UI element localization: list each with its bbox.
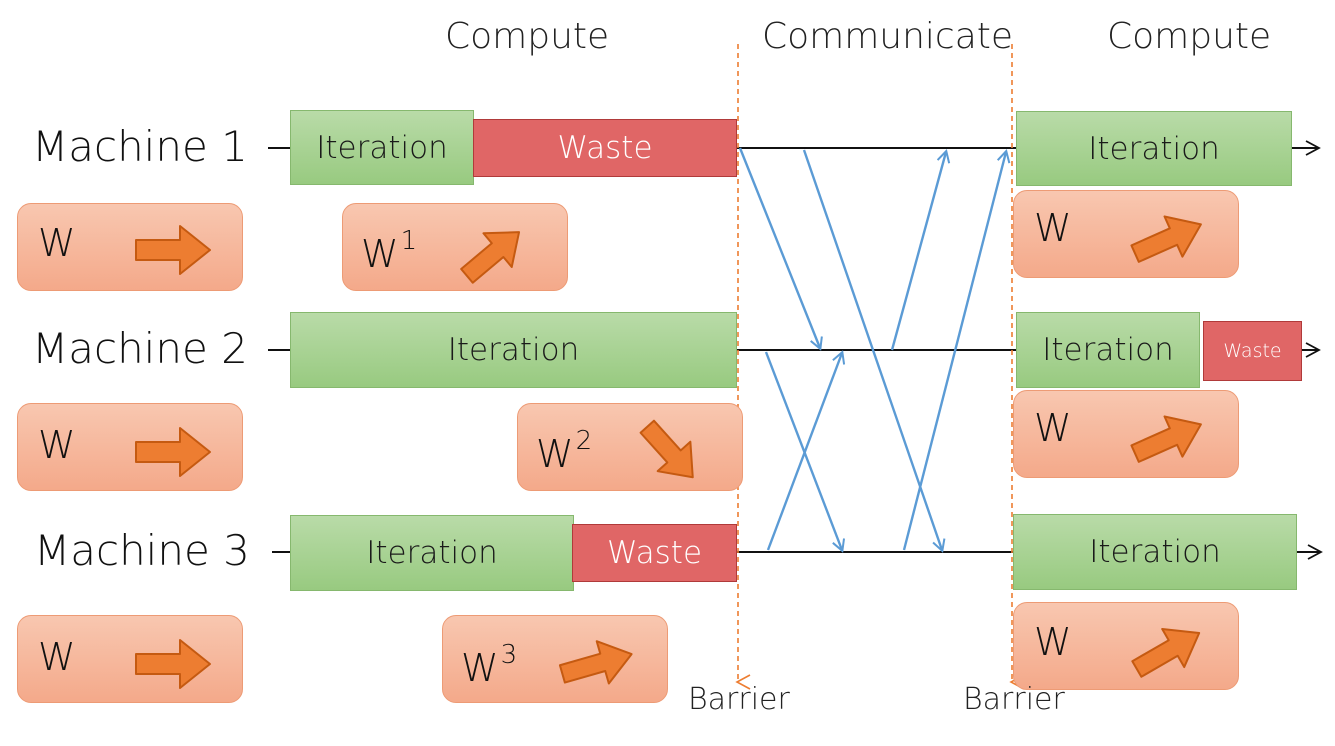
m3-iteration-block: Iteration xyxy=(290,515,574,591)
m2-initial-weight-box: W xyxy=(17,403,243,491)
message-m1-to-m2 xyxy=(738,147,820,348)
m2-local-update-label: W2 xyxy=(536,428,592,473)
right-arrow-icon xyxy=(135,427,211,477)
m2-local-update-box: W2 xyxy=(517,403,743,491)
m1-right-iteration-block: Iteration xyxy=(1016,111,1292,186)
m1-local-update-box: W1 xyxy=(342,203,568,291)
up-right-arrow-icon xyxy=(1130,415,1202,463)
m2-local-update-superscript: 2 xyxy=(575,426,593,456)
message-m3-to-m1 xyxy=(902,152,1006,551)
m2-right-iteration-block: Iteration xyxy=(1016,312,1200,388)
right-arrow-icon xyxy=(135,225,211,275)
m2-updated-weight-box: W xyxy=(1013,390,1239,478)
m3-updated-weight-label: W xyxy=(1034,620,1072,664)
down-right-arrow-icon xyxy=(639,419,694,479)
barrier-label-1: Barrier xyxy=(688,682,790,717)
m1-initial-weight-box: W xyxy=(17,203,243,291)
m1-waste-block: Waste xyxy=(473,119,737,177)
m3-updated-weight-box: W xyxy=(1013,602,1239,690)
up-right-arrow-icon xyxy=(1131,627,1201,678)
m1-initial-weight-label: W xyxy=(38,221,76,265)
m1-updated-weight-box: W xyxy=(1013,190,1239,278)
m1-local-update-superscript: 1 xyxy=(400,226,418,256)
m3-local-update-superscript: 3 xyxy=(500,640,518,670)
phase-communicate: Communicate xyxy=(762,16,1014,57)
m2-initial-weight-label: W xyxy=(38,423,76,467)
up-right-arrow-icon xyxy=(1130,215,1202,263)
message-m3-to-m2 xyxy=(766,353,842,551)
m3-local-update-w: W xyxy=(461,646,499,690)
m3-local-update-box: W3 xyxy=(442,615,668,703)
m1-iteration-block: Iteration xyxy=(290,110,474,185)
m1-local-update-label: W1 xyxy=(361,228,417,273)
m3-waste-block: Waste xyxy=(572,524,737,582)
up-right-arrow-icon xyxy=(460,231,521,284)
barrier-label-2: Barrier xyxy=(963,682,1065,717)
m2-iteration-block: Iteration xyxy=(290,312,737,388)
m2-local-update-w: W xyxy=(536,432,574,476)
phase-compute-right: Compute xyxy=(1107,16,1272,57)
message-m2-to-m1 xyxy=(890,152,946,351)
m3-local-update-label: W3 xyxy=(461,642,517,687)
m1-updated-weight-label: W xyxy=(1034,206,1072,250)
m3-right-iteration-block: Iteration xyxy=(1013,514,1297,590)
machine-1-label: Machine 1 xyxy=(32,122,248,171)
m2-updated-weight-label: W xyxy=(1034,406,1072,450)
machine-3-label: Machine 3 xyxy=(34,526,250,575)
m3-initial-weight-box: W xyxy=(17,615,243,703)
m1-local-update-w: W xyxy=(361,232,399,276)
machine-2-label: Machine 2 xyxy=(32,324,248,373)
slight-up-right-arrow-icon xyxy=(558,640,633,685)
phase-compute-left: Compute xyxy=(445,16,610,57)
message-m1-to-m3 xyxy=(802,149,942,550)
m2-right-waste-block: Waste xyxy=(1203,321,1302,381)
m3-initial-weight-label: W xyxy=(38,635,76,679)
right-arrow-icon xyxy=(135,639,211,689)
